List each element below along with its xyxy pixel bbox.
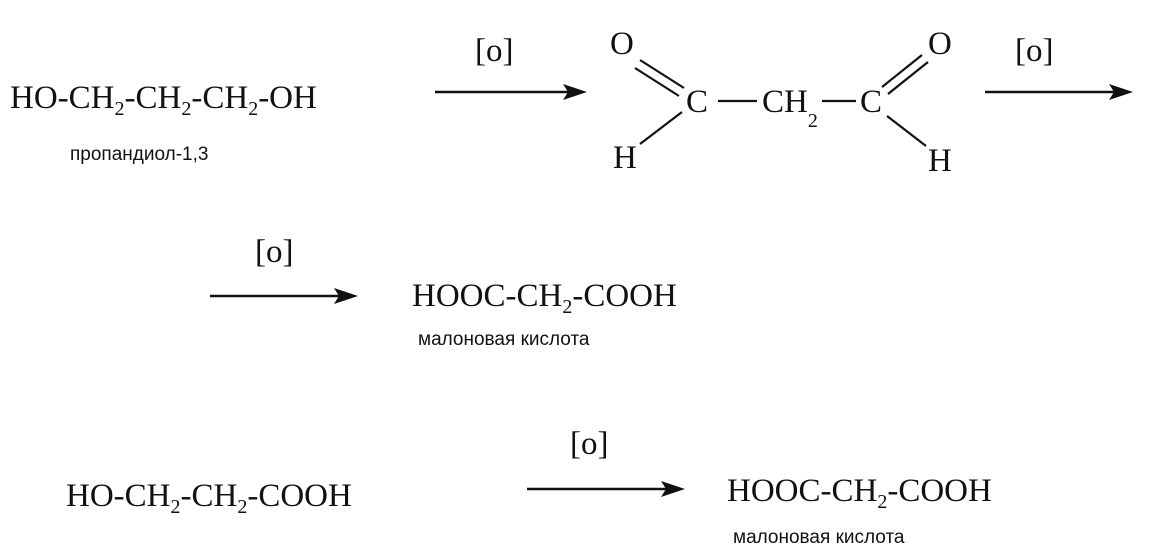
formula-part: HOOC-CH: [727, 473, 878, 509]
malonic-acid-formula: HOOC-CH2-COOH: [727, 473, 992, 513]
formula-part: -COOH: [887, 473, 992, 509]
group-ch2: CH2: [762, 84, 818, 131]
atom-o-right: O: [928, 26, 952, 62]
atom-ch: CH: [762, 84, 808, 120]
formula-subscript: 2: [807, 109, 818, 132]
propanediol-name: пропандиол-1,3: [70, 144, 209, 165]
atom-o-left: O: [610, 26, 634, 62]
atom-h-left: H: [613, 140, 637, 176]
formula-subscript: 2: [237, 496, 248, 518]
formula-part: -COOH: [572, 278, 677, 314]
formula-subscript: 2: [114, 98, 125, 120]
bond-c-o-right-1: [881, 54, 923, 88]
formula-part: HO-CH: [66, 478, 171, 514]
oxidation-reagent-label: [o]: [255, 234, 294, 270]
malonic-acid-name: малоновая кислота: [733, 527, 905, 548]
oxidation-reagent-label: [o]: [475, 33, 514, 69]
malonic-acid-name: малоновая кислота: [418, 329, 590, 350]
oxidation-reagent-label: [o]: [1015, 33, 1054, 69]
formula-part: -OH: [258, 80, 317, 116]
bond-c-o-right-2: [887, 61, 929, 95]
formula-subscript: 2: [181, 98, 192, 120]
bond-c-o-left-2: [634, 67, 680, 97]
formula-part: -CH: [124, 80, 182, 116]
reaction-arrow-1: [435, 84, 587, 100]
formula-part: -COOH: [247, 478, 352, 514]
reaction-arrow-3: [210, 288, 358, 304]
formula-part: -CH: [191, 80, 249, 116]
formula-part: HO-CH: [10, 80, 115, 116]
oxidation-reagent-label: [o]: [570, 426, 609, 462]
hydroxypropanoic-acid-formula: HO-CH2-CH2-COOH: [66, 478, 352, 518]
formula-subscript: 2: [562, 296, 573, 318]
formula-part: HOOC-CH: [412, 278, 563, 314]
bond-c-h-right: [886, 115, 927, 147]
atom-h-right: H: [928, 143, 952, 179]
atom-c-left: C: [686, 84, 709, 120]
malonic-acid-formula: HOOC-CH2-COOH: [412, 278, 677, 318]
reaction-arrow-4: [527, 481, 685, 497]
formula-part: -CH: [180, 478, 238, 514]
bond-c-o-left-1: [639, 59, 685, 89]
atom-c-right: C: [860, 84, 883, 120]
bond-c-h-left: [639, 111, 683, 145]
propanediol-formula: HO-CH2-CH2-CH2-OH: [10, 80, 317, 120]
reaction-arrow-2: [985, 84, 1133, 100]
formula-subscript: 2: [248, 98, 259, 120]
formula-subscript: 2: [877, 491, 888, 513]
formula-subscript: 2: [170, 496, 181, 518]
